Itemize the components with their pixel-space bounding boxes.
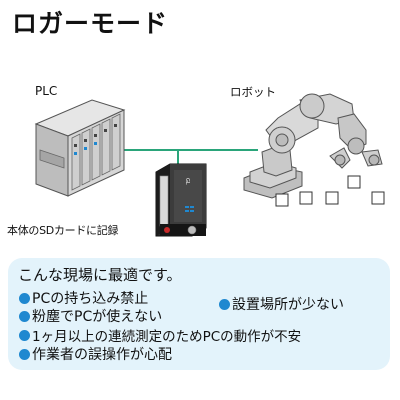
list-item: 1ヶ月以上の連続測定のためPCの動作が不安 <box>19 325 301 345</box>
bullet-dot-icon <box>19 329 30 341</box>
info-panel <box>8 258 390 370</box>
device-brand: GL <box>184 178 190 185</box>
list-item-text: 1ヶ月以上の連続測定のためPCの動作が不安 <box>32 329 302 345</box>
list-item-text: 粉塵でPCが使えない <box>32 309 163 325</box>
list-item-text: PCの持ち込み禁止 <box>32 291 149 307</box>
robot-arm-icon <box>243 93 383 199</box>
bullet-dot-icon <box>19 310 30 322</box>
plc-icon <box>34 99 126 197</box>
bullet-dot-icon <box>19 348 30 360</box>
system-diagram: GL <box>34 93 385 237</box>
list-item: 作業者の誤操作が心配 <box>19 344 172 364</box>
workpiece-icon <box>275 175 385 207</box>
bullet-dot-icon <box>19 292 30 304</box>
list-item: 粉塵でPCが使えない <box>19 306 162 326</box>
list-item-text: 作業者の誤操作が心配 <box>32 347 172 363</box>
list-item: 設置場所が少ない <box>219 294 344 314</box>
data-logger-icon: GL <box>155 163 207 237</box>
list-item-text: 設置場所が少ない <box>232 297 344 313</box>
page-title: ロガーモード <box>12 9 169 38</box>
sd-card-label: 本体のSDカードに記録 <box>7 224 119 237</box>
robot-label: ロボット <box>230 85 276 99</box>
bullet-dot-icon <box>219 298 230 310</box>
list-item: PCの持ち込み禁止 <box>19 288 148 308</box>
plc-label: PLC <box>35 84 58 98</box>
panel-heading: こんな現場に最適です。 <box>18 266 182 284</box>
